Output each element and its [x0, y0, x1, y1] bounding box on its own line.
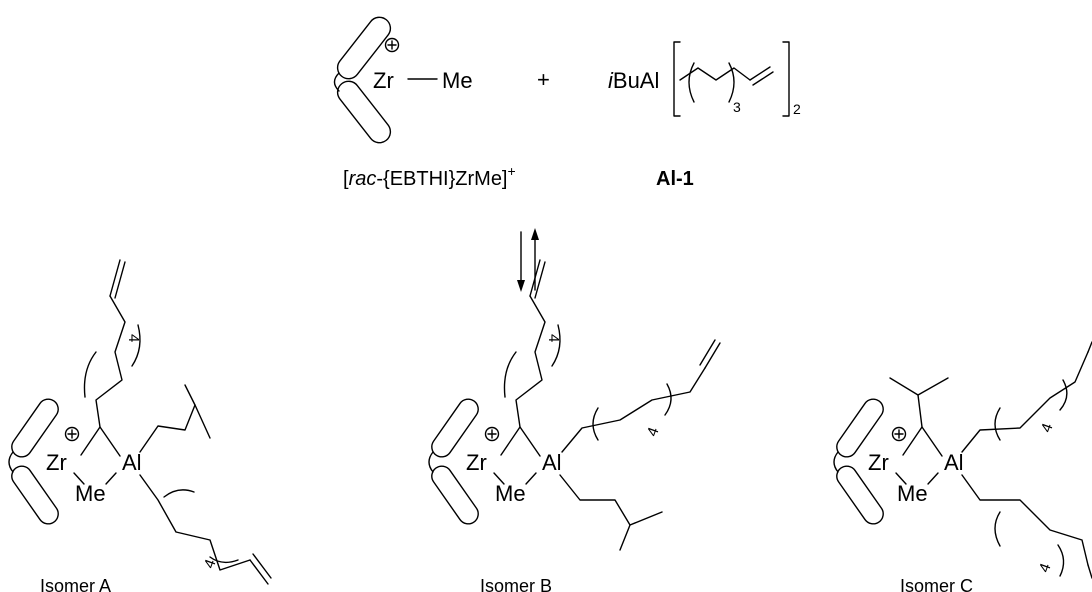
isomer-a: Zr Al Me 4 4 Isomer A — [8, 259, 272, 592]
alkene-bond — [749, 66, 771, 81]
ligand-bridge — [333, 72, 340, 92]
isomer-b: Zr Al Me 4 4 Isomer B — [428, 259, 721, 592]
isomer-a-zr: Zr — [46, 450, 67, 475]
isomer-c-me: Me — [897, 481, 928, 506]
alkene-double-bond — [752, 71, 774, 86]
isomer-c-charge-icon — [891, 426, 907, 442]
isomer-b-charge-icon — [484, 426, 500, 442]
zr-cation-reactant: Zr Me [rac-{EBTHI}ZrMe]+ — [333, 16, 516, 190]
isomer-c-al: Al — [944, 450, 964, 475]
alkyl-chain — [679, 67, 751, 81]
zr-symbol: Zr — [373, 68, 394, 93]
bracket-right — [782, 41, 790, 117]
bracket-left — [673, 41, 681, 117]
chain-repeat-count: 3 — [733, 99, 741, 115]
al-1-reactant: iBuAl 3 2 Al-1 — [608, 41, 801, 190]
isomer-c-zr: Zr — [868, 450, 889, 475]
isomer-c-repeat-right: 4 — [1038, 421, 1057, 435]
isomer-a-label: Isomer A — [40, 576, 111, 592]
isomer-a-al: Al — [122, 450, 142, 475]
isomer-b-me: Me — [495, 481, 526, 506]
ligand-oval-bottom — [336, 80, 392, 144]
ibual-label: iBuAl — [608, 68, 659, 93]
isomer-a-charge-icon — [64, 426, 80, 442]
isomer-b-repeat-top: 4 — [545, 334, 562, 342]
isomer-b-zr: Zr — [466, 450, 487, 475]
isomer-c: Zr Al Me 4 4 Isomer C — [833, 341, 1092, 592]
al-1-caption: Al-1 — [656, 168, 694, 190]
isomer-b-al: Al — [542, 450, 562, 475]
paren-right — [728, 62, 735, 103]
me-symbol: Me — [442, 68, 473, 93]
isomer-c-label: Isomer C — [900, 576, 973, 592]
plus-sign: + — [537, 67, 550, 92]
isomer-a-repeat-top: 4 — [125, 334, 142, 342]
isomer-b-repeat-right: 4 — [644, 425, 663, 439]
equilibrium-arrows-icon — [517, 228, 539, 292]
isomer-c-repeat-bottom: 4 — [1036, 561, 1055, 575]
isomer-a-me: Me — [75, 481, 106, 506]
isomer-b-label: Isomer B — [480, 576, 552, 592]
zr-caption: [rac-{EBTHI}ZrMe]+ — [343, 163, 516, 190]
paren-left — [688, 62, 695, 103]
charge-plus-icon — [384, 37, 400, 53]
ligand-oval-top — [336, 16, 392, 80]
bracket-multiplier: 2 — [793, 101, 801, 117]
